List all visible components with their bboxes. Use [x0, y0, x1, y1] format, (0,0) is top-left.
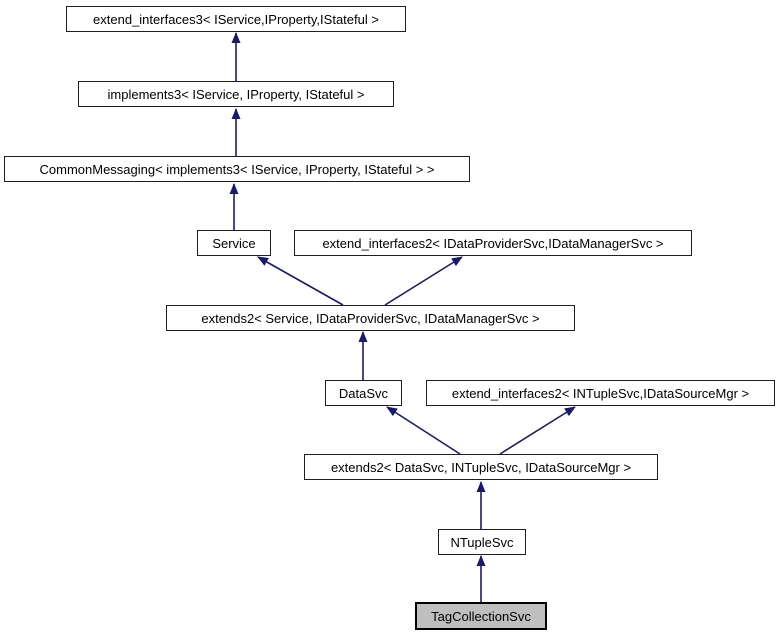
- inheritance-arrow-extends2service-to-service: [257, 256, 344, 306]
- inheritance-arrow-extends2service-to-extendinterfaces2: [384, 256, 463, 306]
- class-node-extends2-service[interactable]: extends2< Service, IDataProviderSvc, IDa…: [166, 305, 575, 331]
- class-node-extend-interfaces2-ntuple[interactable]: extend_interfaces2< INTupleSvc,IDataSour…: [426, 380, 775, 406]
- class-node-ntuplesvc[interactable]: NTupleSvc: [438, 529, 526, 555]
- inheritance-arrow-extends2datasvc-to-datasvc: [386, 406, 461, 455]
- class-node-extend-interfaces2-data[interactable]: extend_interfaces2< IDataProviderSvc,IDa…: [294, 230, 692, 256]
- inheritance-arrow-extends2datasvc-to-extendinterfaces2ntuple: [499, 406, 576, 455]
- class-node-extends2-datasvc[interactable]: extends2< DataSvc, INTupleSvc, IDataSour…: [304, 454, 658, 480]
- class-node-extend-interfaces3[interactable]: extend_interfaces3< IService,IProperty,I…: [66, 6, 406, 32]
- class-node-datasvc[interactable]: DataSvc: [325, 380, 402, 406]
- class-node-tagcollectionsvc-current: TagCollectionSvc: [415, 602, 547, 630]
- class-node-service[interactable]: Service: [197, 230, 271, 256]
- class-node-implements3[interactable]: implements3< IService, IProperty, IState…: [78, 81, 394, 107]
- class-node-common-messaging[interactable]: CommonMessaging< implements3< IService, …: [4, 156, 470, 182]
